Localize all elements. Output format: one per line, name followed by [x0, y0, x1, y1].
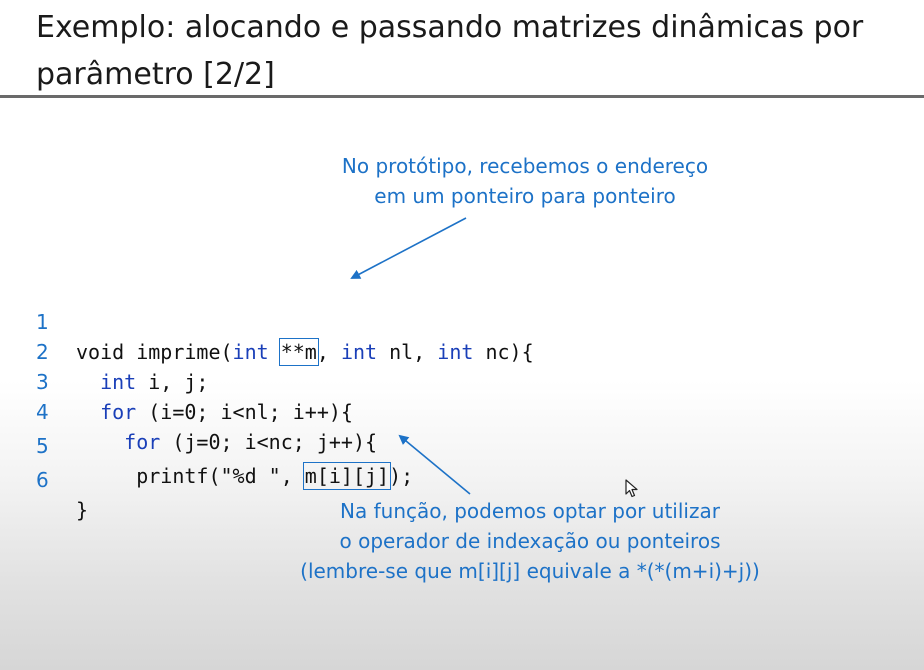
code-line-1: 1 void imprime(int **m, int nl, int nc){	[36, 277, 534, 366]
slide-title-line-1: Exemplo: alocando e passando matrizes di…	[36, 10, 864, 45]
keyword: int	[100, 370, 137, 394]
code-text: int i, j;	[100, 370, 209, 394]
code-text: for (j=0; i<nc; j++){	[124, 430, 378, 454]
code-line-5: 5 printf("%d ", m[i][j]);	[36, 401, 413, 490]
annotation-top-line-1: No protótipo, recebemos o endereço	[341, 154, 709, 178]
annotation-top-line-2: em um ponteiro para ponteiro	[374, 184, 676, 208]
annotation-bottom-line-1: Na função, podemos optar por utilizar	[340, 499, 720, 523]
annotation-bottom-line-2: o operador de indexação ou ponteiros	[339, 529, 721, 553]
mouse-pointer-icon	[625, 479, 638, 498]
line-number: 5	[36, 434, 49, 458]
code-line-4: 4 for (j=0; i<nc; j++){	[36, 367, 377, 454]
line-number: 1	[36, 310, 49, 334]
code-line-3: 3 for (i=0; i<nl; i++){	[36, 337, 353, 424]
line-number: 6	[36, 468, 49, 492]
slide-title: Exemplo: alocando e passando matrizes di…	[36, 4, 896, 98]
code-line-6: 6 }	[36, 435, 88, 522]
annotation-bottom-line-3: (lembre-se que m[i][j] equivale a *(*(m+…	[300, 559, 760, 583]
annotation-bottom: Na função, podemos optar por utilizar o …	[240, 496, 820, 586]
highlight-box-index: m[i][j]	[302, 462, 392, 490]
arrow-icon	[398, 434, 471, 495]
line-number: 2	[36, 340, 49, 364]
title-divider	[0, 95, 924, 98]
keyword: int	[232, 340, 269, 364]
code-line-2: 2 int i, j;	[36, 307, 208, 394]
highlight-box-param: **m	[278, 338, 319, 366]
code-text: }	[76, 498, 89, 522]
code-text: void imprime(int **m, int nl, int nc){	[76, 338, 534, 366]
keyword: for	[100, 400, 137, 424]
keyword: for	[124, 430, 161, 454]
arrow-icon	[350, 217, 467, 279]
line-number: 3	[36, 370, 49, 394]
line-number: 4	[36, 400, 49, 424]
keyword: int	[340, 340, 378, 364]
slide-title-line-2: parâmetro [2/2]	[36, 57, 275, 92]
keyword: int	[437, 340, 474, 364]
code-text: printf("%d ", m[i][j]);	[76, 462, 414, 490]
code-text: for (i=0; i<nl; i++){	[100, 400, 353, 424]
annotation-top: No protótipo, recebemos o endereço em um…	[300, 151, 750, 211]
